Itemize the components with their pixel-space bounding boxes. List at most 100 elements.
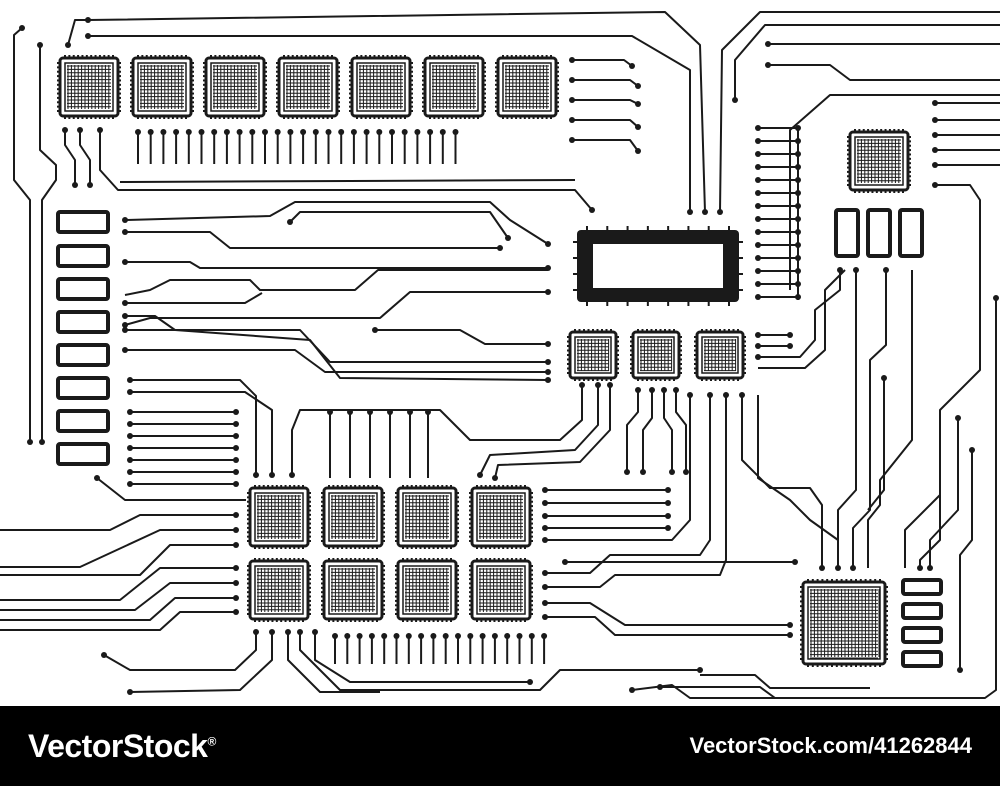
circuit-trace [125, 261, 548, 269]
trace-end-dot [932, 117, 938, 123]
trace-end-dot [795, 255, 801, 261]
trace-end-dot [629, 63, 635, 69]
circuit-trace [124, 291, 548, 326]
trace-end-dot [687, 392, 693, 398]
circuit-trace [13, 27, 31, 442]
trace-end-dot [127, 389, 133, 395]
trace-end-dot [669, 469, 675, 475]
trace-end-dot [545, 265, 551, 271]
trace-end-dot [477, 472, 483, 478]
chip-core [328, 492, 378, 542]
trace-end-dot [287, 129, 294, 135]
trace-end-dot [569, 117, 575, 123]
circuit-trace [130, 379, 257, 475]
circuit-traces [0, 11, 1000, 699]
trace-end-dot [545, 341, 551, 347]
trace-end-dot [792, 559, 798, 565]
trace-end-dot [274, 129, 281, 135]
circuit-trace [79, 130, 91, 185]
trace-end-dot [683, 469, 689, 475]
trace-end-dot [425, 409, 431, 415]
trace-end-dot [837, 267, 843, 273]
trace-end-dot [755, 164, 761, 170]
trace-end-dot [127, 433, 133, 439]
trace-end-dot [635, 387, 641, 393]
trace-end-dot [127, 689, 133, 695]
trace-end-dot [185, 129, 192, 135]
trace-end-dot [787, 332, 793, 338]
trace-end-dot [381, 633, 388, 639]
bottom-right-component [901, 602, 943, 620]
trace-end-dot [545, 359, 551, 365]
trace-end-dot [72, 182, 78, 188]
trace-end-dot [77, 127, 83, 133]
trace-end-dot [755, 255, 761, 261]
chip-core [356, 62, 406, 112]
circuit-trace [904, 410, 941, 568]
trace-end-dot [755, 332, 761, 338]
trace-end-dot [755, 268, 761, 274]
trace-end-dot [300, 129, 307, 135]
trace-end-dot [87, 182, 93, 188]
trace-end-dot [430, 633, 437, 639]
trace-end-dot [135, 129, 141, 135]
circuit-trace [119, 179, 576, 183]
trace-end-dot [755, 203, 761, 209]
trace-end-dot [795, 151, 801, 157]
circuit-trace [545, 602, 790, 626]
circuit-trace [626, 390, 639, 472]
trace-end-dot [957, 667, 963, 673]
trace-end-dot [85, 33, 91, 39]
chip-core [328, 565, 378, 615]
circuit-trace [314, 632, 530, 683]
right-vertical-component [834, 208, 860, 258]
trace-end-dot [363, 129, 370, 135]
circuit-trace [545, 395, 727, 588]
trace-end-dot [755, 242, 761, 248]
trace-end-dot [389, 129, 395, 135]
circuit-trace [494, 385, 611, 479]
circuit-trace [125, 329, 548, 363]
trace-end-dot [755, 281, 761, 287]
trace-end-dot [491, 633, 498, 639]
trace-end-dot [755, 138, 761, 144]
trace-end-dot [661, 387, 667, 393]
trace-end-dot [127, 409, 133, 415]
circuit-trace [675, 390, 687, 472]
circuit-trace [919, 184, 981, 568]
trace-end-dot [122, 300, 128, 306]
trace-end-dot [414, 129, 421, 135]
trace-end-dot [665, 525, 671, 531]
trace-end-dot [312, 129, 319, 135]
circuit-trace [0, 611, 236, 631]
trace-end-dot [635, 124, 641, 130]
circuit-trace [545, 395, 711, 574]
circuit-trace [852, 270, 887, 568]
trace-end-dot [569, 57, 575, 63]
trace-end-dot [795, 242, 801, 248]
circuit-trace [96, 477, 246, 501]
trace-end-dot [755, 294, 761, 300]
trace-end-dot [97, 127, 103, 133]
trace-end-dot [407, 409, 413, 415]
chip-core [701, 336, 739, 374]
trace-end-dot [927, 565, 933, 571]
chip-core [502, 62, 552, 112]
trace-end-dot [795, 138, 801, 144]
trace-end-dot [233, 433, 239, 439]
trace-end-dot [122, 217, 128, 223]
trace-end-dot [233, 565, 239, 571]
main-processor-chip [801, 580, 887, 666]
trace-end-dot [85, 17, 91, 23]
left-column-component [56, 210, 110, 234]
bottom-right-component [901, 650, 943, 668]
circuit-trace [0, 514, 236, 531]
trace-end-dot [795, 216, 801, 222]
trace-end-dot [850, 565, 856, 571]
trace-end-dot [101, 652, 107, 658]
trace-end-dot [562, 559, 568, 565]
left-column-component [56, 376, 110, 400]
trace-end-dot [327, 409, 333, 415]
trace-end-dot [376, 129, 383, 135]
trace-end-dot [347, 409, 353, 415]
